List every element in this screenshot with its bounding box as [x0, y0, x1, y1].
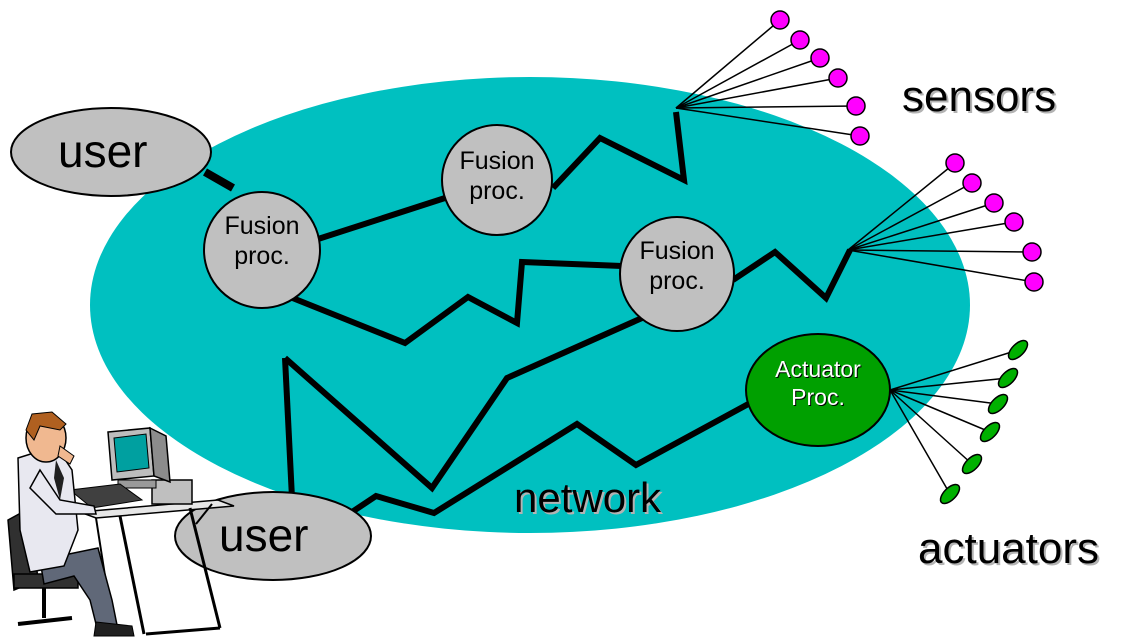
link-fusion-left-to-fusion-top: [314, 195, 446, 243]
actuator-dot: [961, 453, 983, 475]
fusion-proc-left-node: [203, 191, 321, 309]
person-illustration: [7, 411, 135, 637]
actuator-dot: [987, 393, 1009, 415]
sensor-dot: [1024, 272, 1044, 292]
actuator-cluster: [889, 339, 1029, 505]
user-bottom-oval: [174, 491, 372, 581]
user-top-oval: [10, 107, 212, 197]
link-user-to-fusion-mid: [283, 315, 644, 493]
sensor-dot: [1022, 242, 1042, 262]
user-top-label: user: [58, 125, 148, 177]
link-user-top-to-fusion-left: [203, 168, 235, 192]
link-fusion-top-to-sensors: [550, 111, 688, 191]
sensor-dot: [828, 68, 848, 88]
actuator-proc-node: [745, 333, 891, 447]
actuator-dot: [997, 367, 1019, 389]
sensor-dot: [770, 10, 790, 30]
sensor-dot: [850, 126, 870, 146]
sensor-cluster-right: [847, 153, 1044, 292]
sensor-dot: [984, 193, 1004, 213]
sensor-dot: [1004, 212, 1024, 232]
fusion-proc-top-node: [441, 124, 553, 236]
network-links: [203, 111, 853, 517]
network-label: network: [514, 474, 662, 521]
actuator-dot: [1007, 339, 1029, 361]
actuators-label: actuators: [918, 524, 1099, 573]
sensors-label: sensors: [902, 72, 1057, 121]
user-bottom-label: user: [219, 509, 309, 561]
link-user-to-actuator: [282, 357, 295, 499]
link-fusion-mid-to-sensors: [731, 248, 853, 303]
fusion-proc-mid-node: [619, 216, 735, 332]
sensor-dot: [846, 96, 866, 116]
sensor-dot: [790, 30, 810, 50]
sensor-cluster-top: [675, 10, 870, 146]
network-area: [90, 77, 970, 533]
desk-illustration: [68, 426, 235, 636]
sensor-dot: [945, 153, 965, 173]
link-fusion-left-to-fusion-mid: [288, 258, 623, 347]
actuator-dot: [939, 483, 961, 505]
sensor-dot: [810, 48, 830, 68]
sensor-dot: [962, 173, 982, 193]
actuator-dot: [979, 421, 1001, 443]
link-user-bottom-to-actuator: [350, 399, 754, 517]
